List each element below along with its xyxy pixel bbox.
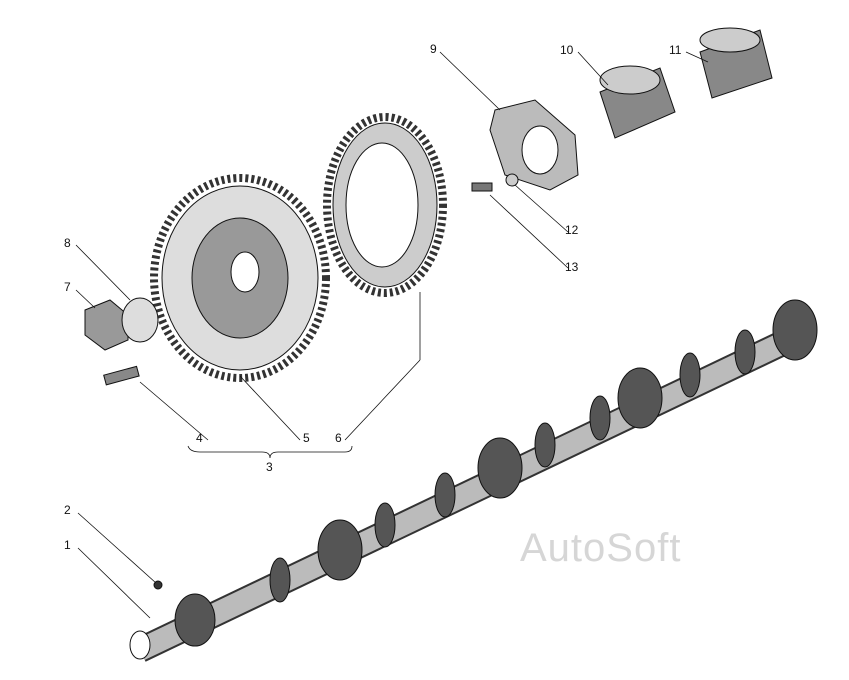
callout-13: 13 [565,260,579,274]
gear-ring [323,113,447,297]
camshaft [129,299,818,662]
callout-8: 8 [64,236,71,250]
camshaft-gear [150,174,330,382]
bushing-11 [699,27,773,99]
callout-11: 11 [669,43,682,57]
watermark: AutoSoft [520,526,682,570]
bolt-4 [103,365,140,386]
washer-12 [505,173,519,187]
callout-9: 9 [430,42,437,56]
bushing-10 [599,65,676,139]
callout-6: 6 [335,431,342,445]
callout-5: 5 [303,431,310,445]
callout-3: 3 [266,460,273,474]
callout-12: 12 [565,223,579,237]
callout-1: 1 [64,538,71,552]
callout-7: 7 [64,280,71,294]
bolt-13 [471,182,493,192]
callout-2: 2 [64,503,71,517]
callout-4: 4 [196,431,203,445]
nut-7 [84,299,129,351]
callout-10: 10 [560,43,574,57]
lock-washer-8 [121,297,159,343]
